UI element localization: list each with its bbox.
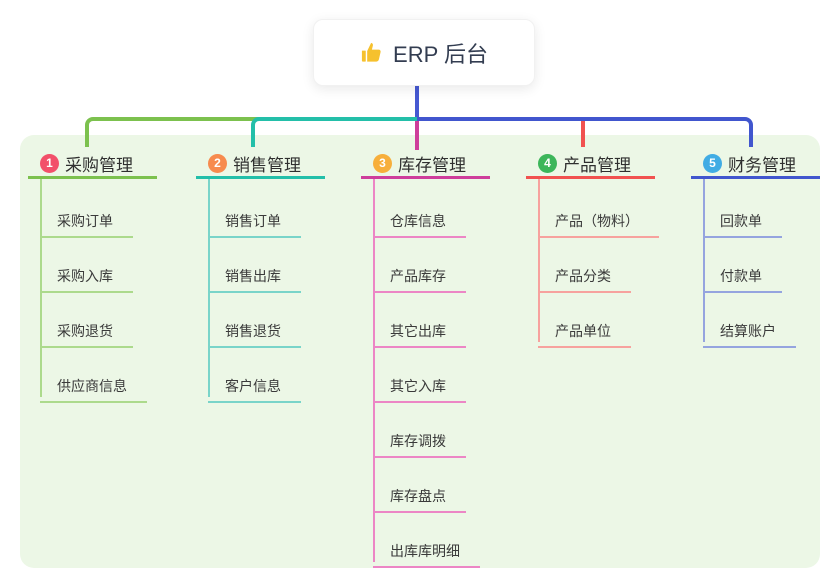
child-node-other-outbound[interactable]: 其它出库	[373, 321, 466, 348]
branch-spine	[373, 179, 375, 562]
branch-title-inventory[interactable]: 3 库存管理	[361, 150, 490, 179]
branch-number-badge: 3	[373, 153, 392, 173]
branch-title-sales[interactable]: 2 销售管理	[196, 150, 325, 179]
branch-number-badge: 1	[40, 153, 59, 173]
child-node-product-category[interactable]: 产品分类	[538, 266, 631, 293]
child-node-warehouse-info[interactable]: 仓库信息	[373, 211, 466, 238]
child-node-stock-count[interactable]: 库存盘点	[373, 486, 466, 513]
child-node-product-material[interactable]: 产品（物料）	[538, 211, 659, 238]
branch-title-product[interactable]: 4 产品管理	[526, 150, 655, 179]
connector-branch-finance	[417, 117, 753, 147]
child-node-purchase-return[interactable]: 采购退货	[40, 321, 133, 348]
branch-title-finance[interactable]: 5 财务管理	[691, 150, 820, 179]
connector-root-vertical	[415, 84, 419, 117]
child-node-sales-order[interactable]: 销售订单	[208, 211, 301, 238]
child-node-receipt-bill[interactable]: 回款单	[703, 211, 782, 238]
child-node-sales-outbound[interactable]: 销售出库	[208, 266, 301, 293]
branch-title-label: 财务管理	[728, 155, 796, 175]
connector-branch-product	[581, 121, 585, 147]
branch-spine	[703, 179, 705, 342]
child-node-purchase-inbound[interactable]: 采购入库	[40, 266, 133, 293]
child-node-stock-transfer[interactable]: 库存调拨	[373, 431, 466, 458]
child-node-other-inbound[interactable]: 其它入库	[373, 376, 466, 403]
child-node-settlement-account[interactable]: 结算账户	[703, 321, 796, 348]
child-node-outbound-detail[interactable]: 出库库明细	[373, 541, 480, 568]
child-node-supplier-info[interactable]: 供应商信息	[40, 376, 147, 403]
connector-branch-purchase	[85, 117, 417, 147]
branch-number-badge: 5	[703, 153, 722, 173]
branch-number-badge: 4	[538, 153, 557, 173]
branch-title-label: 采购管理	[65, 155, 133, 175]
branches-panel	[20, 135, 820, 568]
branch-title-label: 库存管理	[398, 155, 466, 175]
branch-title-label: 产品管理	[563, 155, 631, 175]
child-node-sales-return[interactable]: 销售退货	[208, 321, 301, 348]
child-node-product-stock[interactable]: 产品库存	[373, 266, 466, 293]
branch-number-badge: 2	[208, 153, 227, 173]
connector-branch-inventory	[415, 121, 419, 150]
child-node-product-unit[interactable]: 产品单位	[538, 321, 631, 348]
root-title: ERP 后台	[393, 41, 488, 67]
child-node-payment-bill[interactable]: 付款单	[703, 266, 782, 293]
child-node-purchase-order[interactable]: 采购订单	[40, 211, 133, 238]
branch-spine	[40, 179, 42, 397]
connector-branch-sales	[251, 117, 417, 147]
branch-spine	[208, 179, 210, 397]
child-node-customer-info[interactable]: 客户信息	[208, 376, 301, 403]
branch-title-label: 销售管理	[233, 155, 301, 175]
branch-title-purchase[interactable]: 1 采购管理	[28, 150, 157, 179]
branch-spine	[538, 179, 540, 342]
thumbs-up-icon	[360, 41, 383, 64]
root-node[interactable]: ERP 后台	[313, 19, 535, 86]
